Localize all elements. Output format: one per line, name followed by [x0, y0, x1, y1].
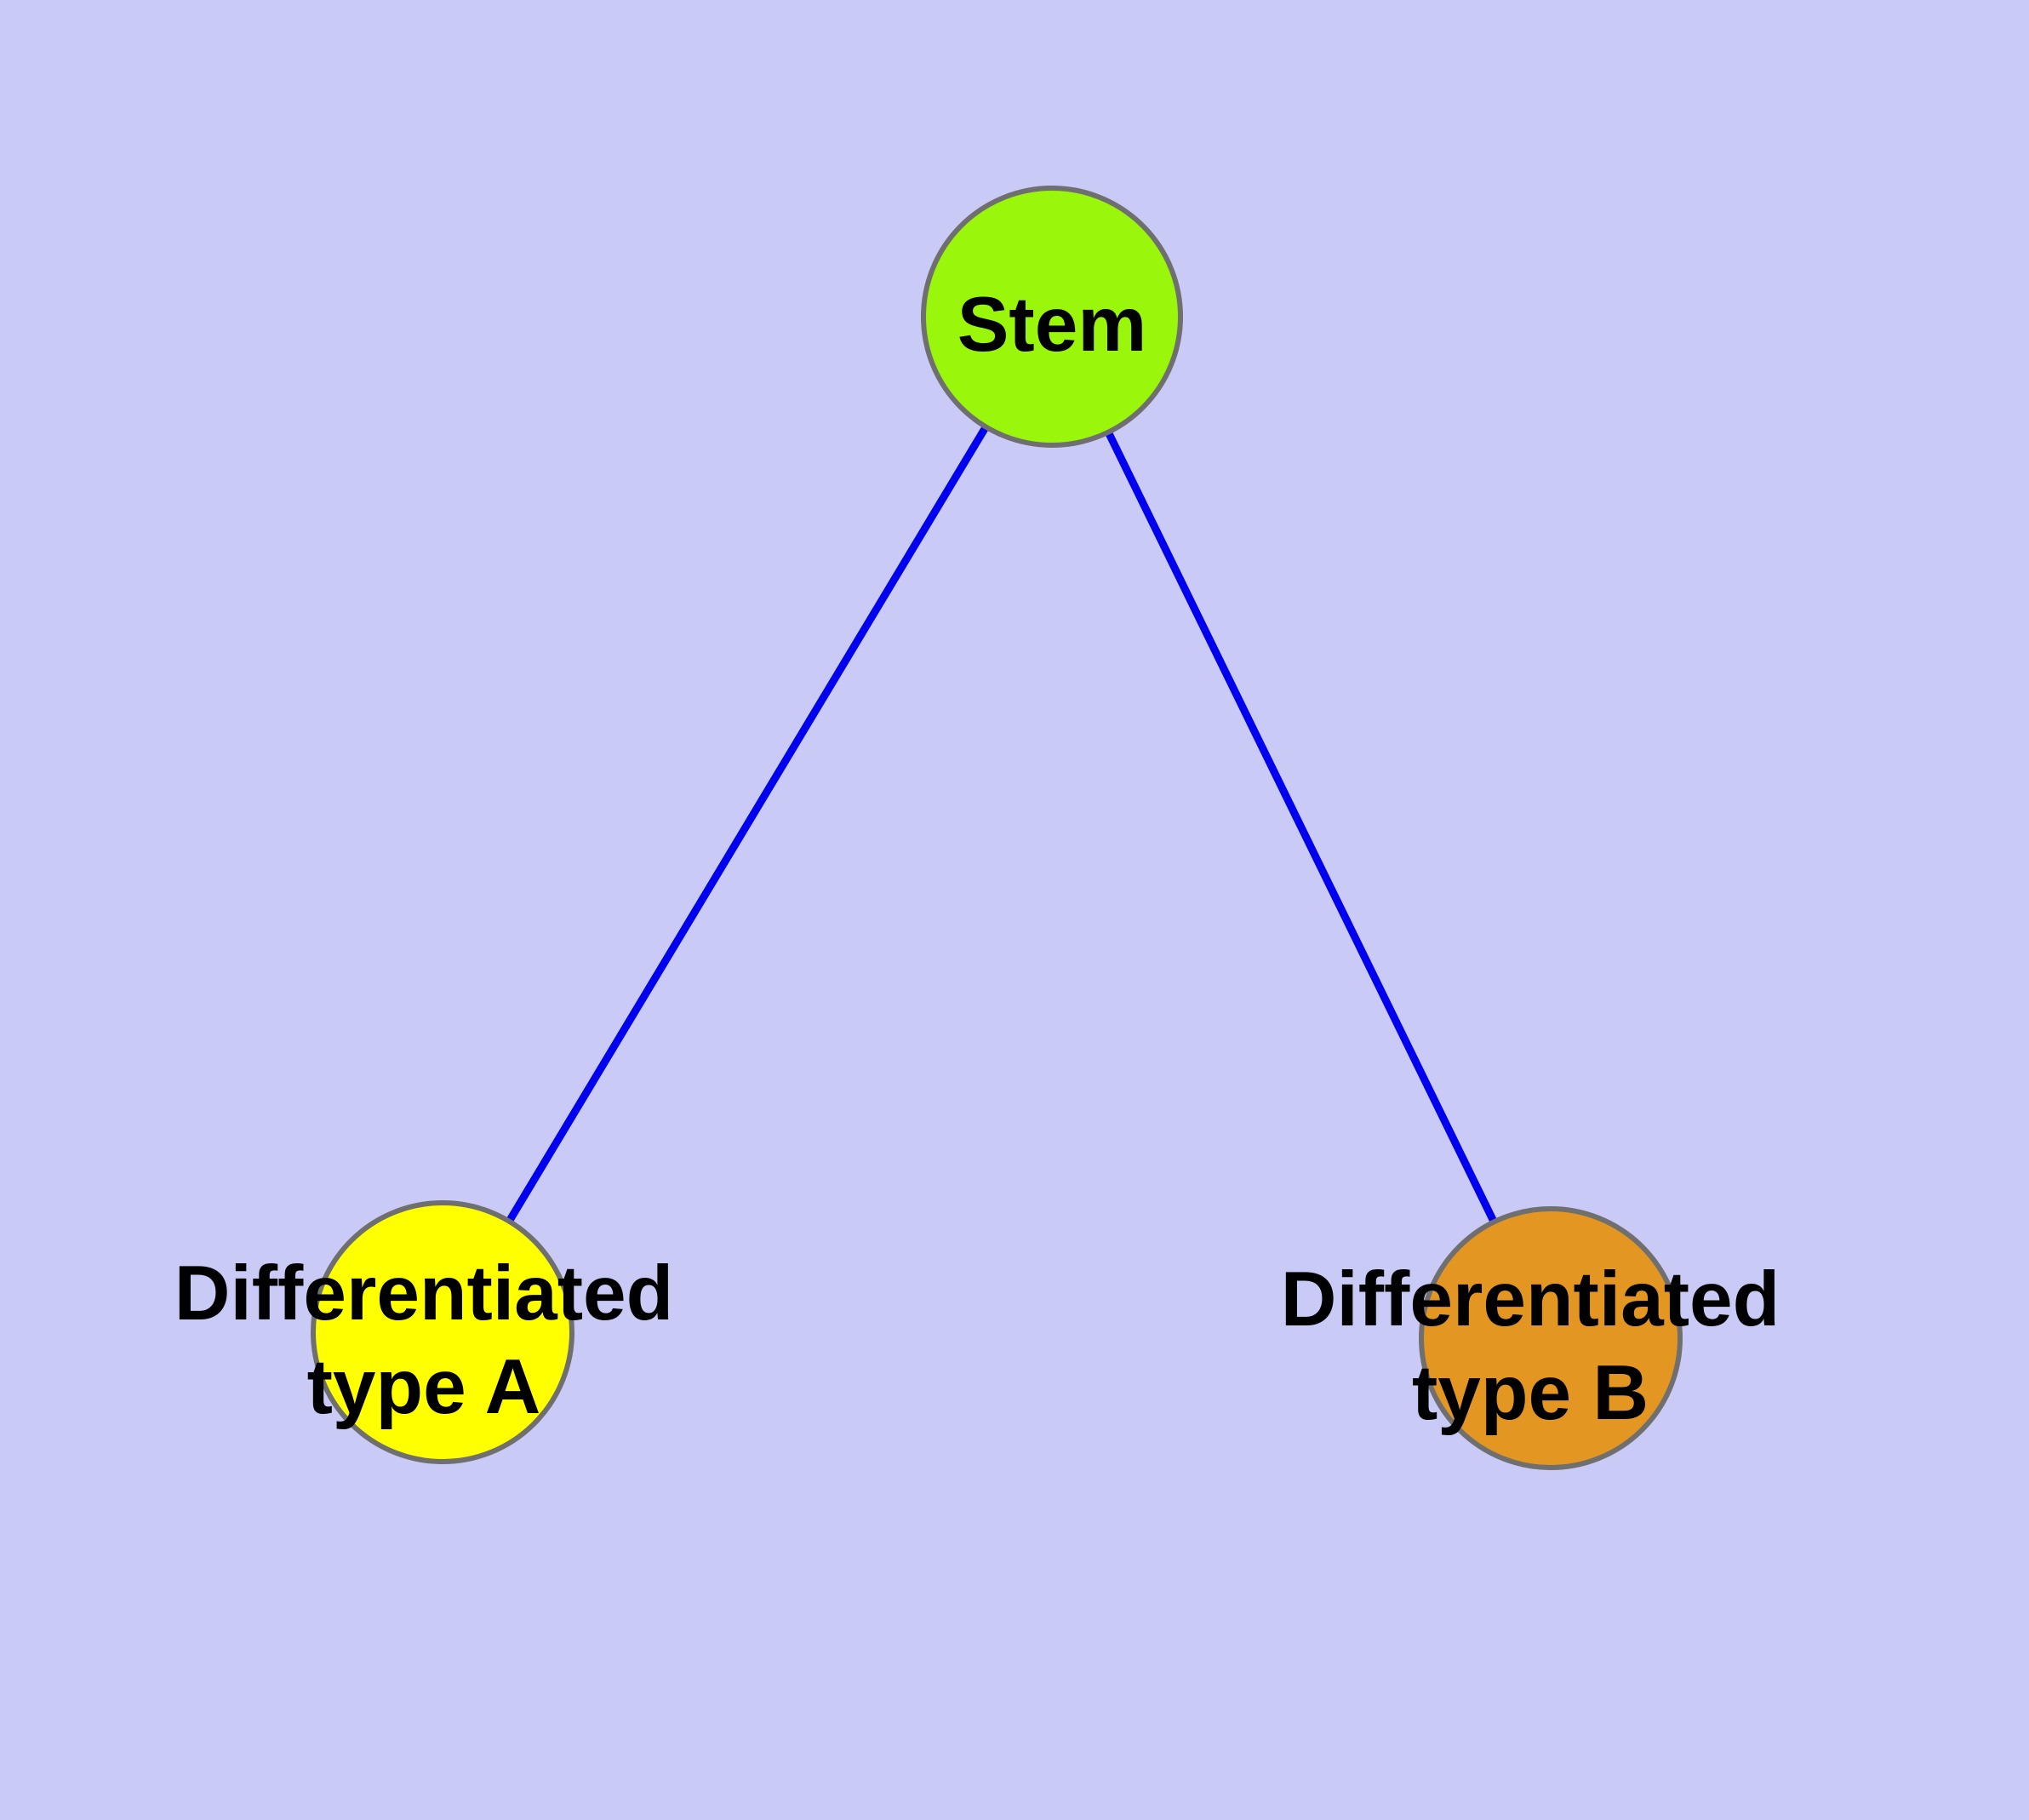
node-circle-type-b [1419, 1206, 1683, 1470]
node-label-line: Differentiated [174, 1251, 674, 1336]
nodes-layer [311, 186, 1683, 1470]
node-label-line: type B [1412, 1350, 1649, 1436]
node-label-stem: Stem [957, 282, 1147, 368]
node-label-line: type A [307, 1344, 541, 1430]
node-circle-type-a [311, 1200, 574, 1464]
edge-stem-to-type-a [439, 314, 1055, 1335]
edge-stem-to-type-b [1048, 315, 1555, 1340]
edges-layer [439, 314, 1555, 1340]
node-label-line: Stem [957, 282, 1147, 368]
node-circle-stem [921, 186, 1183, 448]
node-label-line: Differentiated [1281, 1256, 1780, 1342]
